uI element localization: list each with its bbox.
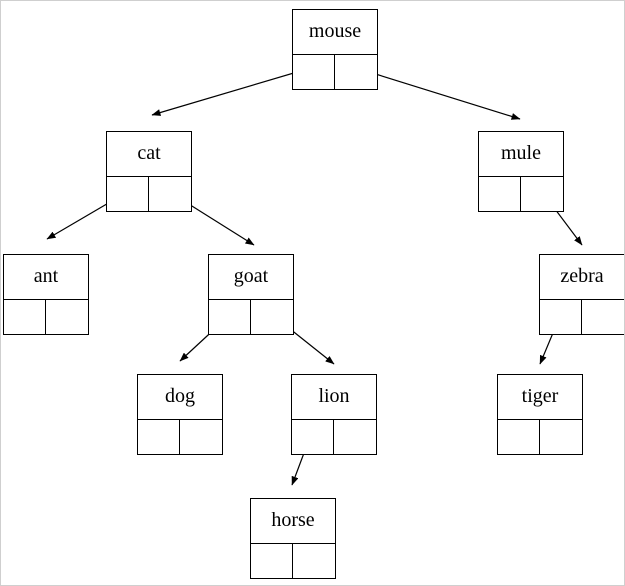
node-label-tiger: tiger <box>498 375 582 420</box>
pointer-cell-left-goat[interactable] <box>209 300 251 334</box>
pointer-cell-left-lion[interactable] <box>292 420 334 454</box>
tree-node-tiger[interactable]: tiger <box>497 374 583 455</box>
node-pointers-goat <box>209 300 293 334</box>
node-pointers-horse <box>251 544 335 578</box>
node-pointers-ant <box>4 300 88 334</box>
node-label-goat: goat <box>209 255 293 300</box>
node-pointers-mule <box>479 177 563 211</box>
pointer-cell-right-horse[interactable] <box>293 544 335 578</box>
edge-mouse-right-mule <box>352 66 521 120</box>
tree-node-horse[interactable]: horse <box>250 498 336 579</box>
pointer-cell-left-horse[interactable] <box>251 544 293 578</box>
node-label-zebra: zebra <box>540 255 624 300</box>
pointer-cell-right-lion[interactable] <box>334 420 376 454</box>
node-pointers-tiger <box>498 420 582 454</box>
pointer-cell-right-dog[interactable] <box>180 420 222 454</box>
pointer-cell-left-tiger[interactable] <box>498 420 540 454</box>
node-pointers-mouse <box>293 55 377 89</box>
tree-node-mule[interactable]: mule <box>478 131 564 212</box>
edge-mouse-left-cat <box>151 66 315 116</box>
pointer-cell-left-ant[interactable] <box>4 300 46 334</box>
pointer-cell-right-mule[interactable] <box>521 177 563 211</box>
tree-node-dog[interactable]: dog <box>137 374 223 455</box>
pointer-cell-right-goat[interactable] <box>251 300 293 334</box>
node-label-mule: mule <box>479 132 563 177</box>
pointer-cell-left-mule[interactable] <box>479 177 521 211</box>
pointer-cell-right-ant[interactable] <box>46 300 88 334</box>
node-label-cat: cat <box>107 132 191 177</box>
node-label-horse: horse <box>251 499 335 544</box>
pointer-cell-right-cat[interactable] <box>149 177 191 211</box>
pointer-cell-right-mouse[interactable] <box>335 55 377 89</box>
node-label-lion: lion <box>292 375 376 420</box>
node-label-ant: ant <box>4 255 88 300</box>
tree-node-ant[interactable]: ant <box>3 254 89 335</box>
node-label-dog: dog <box>138 375 222 420</box>
node-pointers-dog <box>138 420 222 454</box>
pointer-cell-left-cat[interactable] <box>107 177 149 211</box>
pointer-cell-right-zebra[interactable] <box>582 300 624 334</box>
pointer-cell-left-zebra[interactable] <box>540 300 582 334</box>
tree-node-cat[interactable]: cat <box>106 131 192 212</box>
pointer-cell-left-dog[interactable] <box>138 420 180 454</box>
node-pointers-cat <box>107 177 191 211</box>
node-pointers-zebra <box>540 300 624 334</box>
tree-node-mouse[interactable]: mouse <box>292 9 378 90</box>
pointer-cell-right-tiger[interactable] <box>540 420 582 454</box>
pointer-cell-left-mouse[interactable] <box>293 55 335 89</box>
tree-node-lion[interactable]: lion <box>291 374 377 455</box>
tree-node-zebra[interactable]: zebra <box>539 254 624 335</box>
node-pointers-lion <box>292 420 376 454</box>
node-label-mouse: mouse <box>293 10 377 55</box>
tree-node-goat[interactable]: goat <box>208 254 294 335</box>
